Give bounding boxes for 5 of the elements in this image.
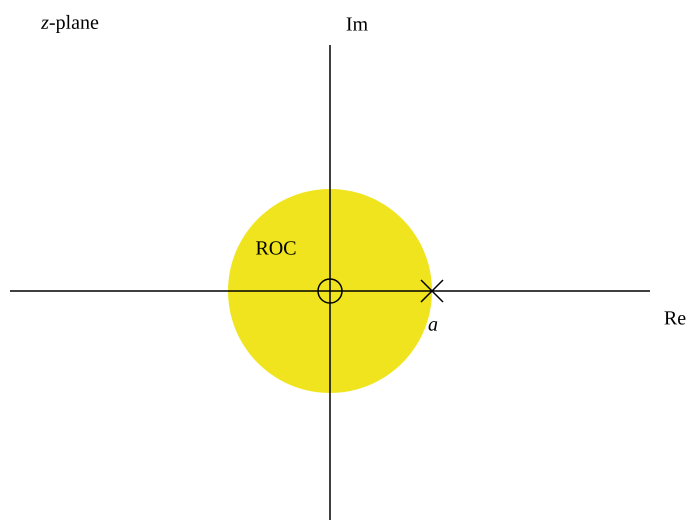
- title-label: z-plane: [40, 14, 98, 34]
- axis-label: Re: [664, 311, 686, 325]
- pole-label: a: [428, 321, 438, 331]
- region-label: ROC: [256, 241, 296, 255]
- axis-label: Im: [346, 17, 368, 31]
